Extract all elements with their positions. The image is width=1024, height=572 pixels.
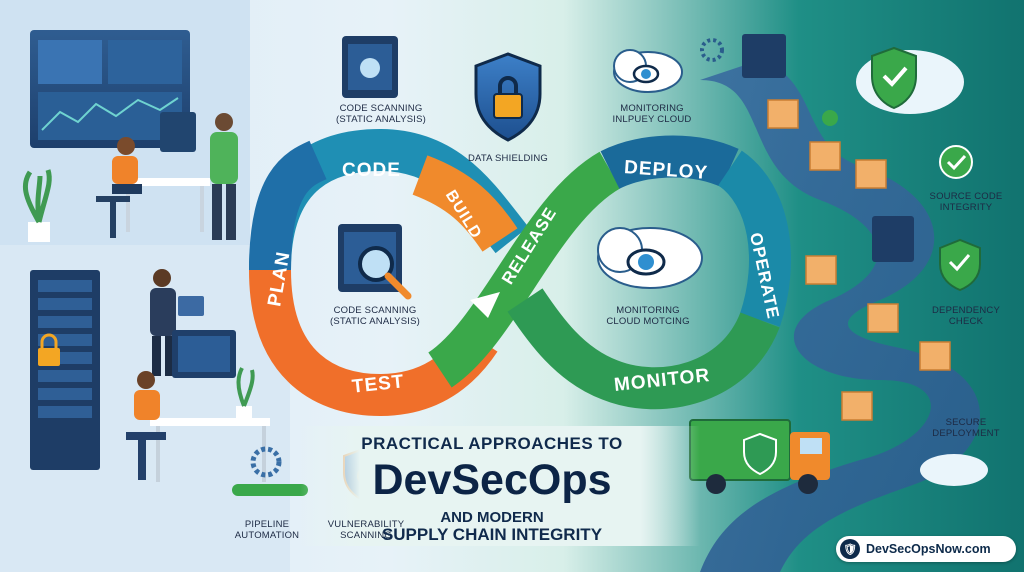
office-top-left bbox=[0, 0, 250, 245]
main-title: PRACTICAL APPROACHES TO DevSecOps AND MO… bbox=[332, 424, 652, 548]
label-source-code-integrity: SOURCE CODE INTEGRITY bbox=[929, 191, 1003, 213]
brand-badge[interactable]: 🛡 DevSecOpsNow.com bbox=[836, 536, 1016, 562]
label-dependency-check: DEPENDENCY CHECK bbox=[932, 305, 1000, 327]
supply-chain-road bbox=[689, 34, 988, 572]
title-line-2: DevSecOps bbox=[372, 456, 612, 504]
label-secure-deployment: SECURE DEPLOYMENT bbox=[932, 417, 1000, 439]
brand-url: DevSecOpsNow.com bbox=[866, 542, 991, 556]
label-monitoring-inner: MONITORING CLOUD MOTCING bbox=[606, 305, 690, 327]
title-line-3: AND MODERN bbox=[440, 509, 544, 526]
title-banner bbox=[300, 426, 700, 546]
label-pipeline-automation: PIPELINE AUTOMATION bbox=[234, 519, 300, 541]
label-vulnerability-scanning: VULNERABILITY SCANNING bbox=[327, 519, 405, 541]
label-monitoring-top: MONITORING INLPUEY CLOUD bbox=[612, 103, 692, 125]
title-line-4: SUPPLY CHAIN INTEGRITY bbox=[381, 525, 603, 544]
segment-code: CODE bbox=[342, 160, 401, 181]
devsecops-loop bbox=[249, 128, 791, 417]
title-line-1: PRACTICAL APPROACHES TO bbox=[361, 434, 623, 453]
office-bottom-left bbox=[0, 245, 389, 572]
label-code-scanning-top: CODE SCANNING (STATIC ANALYSIS) bbox=[336, 103, 426, 125]
brand-logo-icon: 🛡 bbox=[840, 539, 860, 559]
inner-icons bbox=[338, 224, 703, 300]
label-data-shielding: DATA SHIELDING bbox=[467, 153, 549, 164]
top-icons bbox=[342, 36, 724, 142]
label-code-scanning-inner: CODE SCANNING (STATIC ANALYSIS) bbox=[330, 305, 420, 327]
